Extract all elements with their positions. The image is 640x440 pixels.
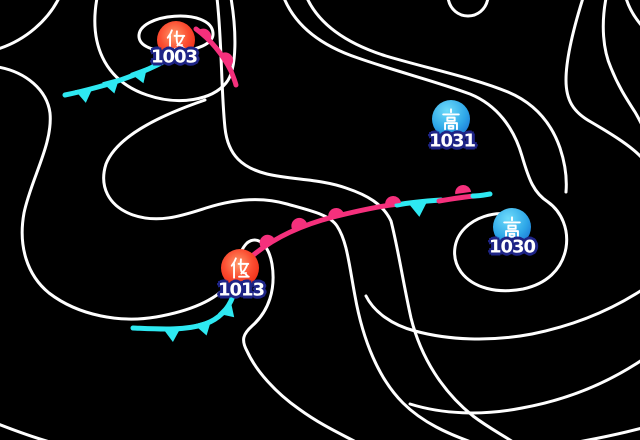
isobar-line — [625, 0, 640, 26]
cold-front-line — [130, 293, 236, 332]
isobar-line — [93, 0, 237, 102]
low-pressure-circle — [157, 21, 195, 59]
isobar-line — [137, 14, 215, 54]
pressure-value-1031: 1031 — [428, 130, 476, 152]
pressure-value-1030: 1030 — [488, 236, 536, 258]
isobar-line — [447, 0, 489, 18]
cold-front-northwest — [62, 59, 166, 103]
isobar-line — [0, 65, 356, 440]
cold-front-triangle — [130, 66, 148, 84]
high-symbol-glyph — [503, 216, 521, 238]
warm-front-semicircle — [222, 52, 234, 68]
high-pressure-circle — [432, 100, 470, 138]
high-symbol-glyph — [442, 108, 460, 130]
stationary-front-semicircle — [291, 217, 307, 229]
isobar-line — [364, 289, 640, 341]
low-pressure-circle — [221, 249, 259, 287]
warm-front — [193, 26, 239, 88]
pressure-value-1003: 1003 — [150, 46, 198, 68]
isobar-line — [102, 98, 470, 440]
cold-front-triangle — [162, 327, 181, 342]
isobar-line — [564, 0, 640, 159]
stationary-front-semicircle — [259, 234, 274, 248]
isobar-line — [215, 0, 513, 440]
cold-front-line — [62, 59, 166, 98]
cold-front-triangle — [102, 77, 120, 94]
isobar-line — [0, 423, 49, 440]
isobar-line — [580, 426, 640, 440]
stationary-front-semicircle — [328, 208, 345, 218]
stationary-front-semicircle — [455, 184, 472, 195]
warm-front-semicircle — [198, 28, 212, 43]
stationary-front-warm-segment — [436, 193, 478, 204]
stationary-front-cold-segment — [470, 191, 493, 199]
cold-front-triangle — [194, 319, 212, 336]
stationary-front-triangle — [408, 202, 427, 217]
low-symbol-glyph — [230, 257, 250, 279]
low-symbol-glyph — [166, 29, 186, 51]
high-pressure-circle — [493, 208, 531, 246]
stationary-front — [248, 184, 493, 260]
stationary-front-semicircle — [385, 195, 402, 206]
stationary-front-warm-segment — [248, 201, 402, 260]
pressure-value-1013: 1013 — [217, 279, 265, 301]
isobar-line — [283, 0, 569, 293]
cold-front-southwest — [130, 293, 236, 342]
isobar-line — [408, 359, 640, 415]
isobar-line — [306, 0, 568, 194]
cold-front-triangle — [74, 87, 93, 103]
isobar-line — [601, 0, 640, 125]
cold-front-triangle — [217, 300, 235, 318]
isobar-line — [0, 0, 60, 50]
